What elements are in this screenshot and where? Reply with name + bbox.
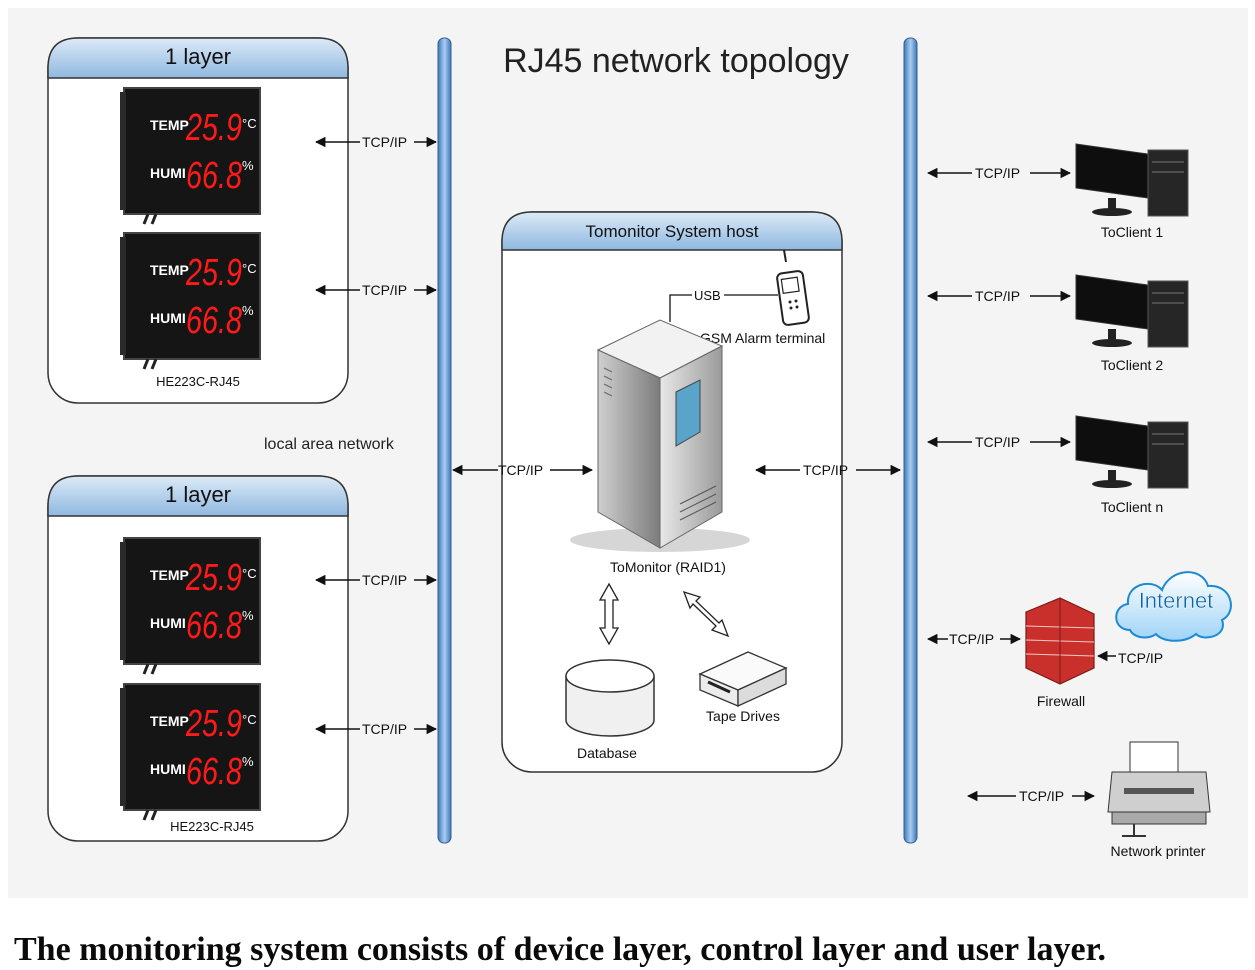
svg-text:HUMI: HUMI xyxy=(150,615,186,631)
svg-text:TEMP: TEMP xyxy=(150,262,189,278)
computer-icon xyxy=(1075,415,1189,489)
temperature-readout: 25.9 xyxy=(185,557,242,599)
device-layer-2: 1 layer TEMP 25.9 °C HUMI 66.8 % TCP/IP … xyxy=(47,475,438,842)
lan-bus-right xyxy=(903,37,918,844)
svg-text:HUMI: HUMI xyxy=(150,761,186,777)
link-label: TCP/IP xyxy=(975,434,1020,450)
lan-label: local area network xyxy=(264,436,395,453)
link-label: TCP/IP xyxy=(975,165,1020,181)
database-icon xyxy=(565,659,655,737)
temperature-readout: 25.9 xyxy=(185,703,242,745)
sensor-display: TEMP 25.9 °C HUMI 66.8 % xyxy=(120,683,261,821)
double-arrow-icon xyxy=(682,590,730,638)
layer-header xyxy=(47,37,349,79)
tape-drive-icon xyxy=(698,651,788,708)
client-2: TCP/IP ToClient 2 xyxy=(926,274,1189,373)
firewall-icon xyxy=(1025,597,1095,685)
client-1: TCP/IP ToClient 1 xyxy=(926,143,1189,240)
server-label: ToMonitor (RAID1) xyxy=(610,559,726,575)
client-label: ToClient 1 xyxy=(1101,224,1163,240)
device-model-label: HE223C-RJ45 xyxy=(156,374,240,389)
page-caption: The monitoring system consists of device… xyxy=(14,931,1107,968)
computer-icon xyxy=(1075,143,1189,217)
layer-header-label: 1 layer xyxy=(165,44,231,69)
database-label: Database xyxy=(577,745,637,761)
svg-text:TEMP: TEMP xyxy=(150,713,189,729)
device-model-label: HE223C-RJ45 xyxy=(170,819,254,834)
client-label: ToClient 2 xyxy=(1101,357,1163,373)
svg-text:%: % xyxy=(242,303,254,318)
internet-label: Internet xyxy=(1139,588,1214,613)
humidity-readout: 66.8 xyxy=(186,751,242,793)
link-label: TCP/IP xyxy=(498,462,543,478)
phone-icon xyxy=(776,249,810,326)
link-label: TCP/IP xyxy=(1118,650,1163,666)
computer-icon xyxy=(1075,274,1189,348)
svg-text:%: % xyxy=(242,608,254,623)
device-layer-1: 1 layer TEMP 25.9 °C HUMI 66.8 % TCP/IP … xyxy=(47,37,438,404)
usb-label: USB xyxy=(694,288,721,303)
humidity-readout: 66.8 xyxy=(186,605,242,647)
printer-group: TCP/IP Network printer xyxy=(966,741,1211,859)
firewall-group: TCP/IP Firewall TCP/IP Internet xyxy=(926,571,1232,709)
temperature-readout: 25.9 xyxy=(185,252,242,294)
host-header xyxy=(501,211,843,251)
system-host-panel: Tomonitor System host USB GSM Alarm term… xyxy=(451,211,902,773)
humidity-readout: 66.8 xyxy=(186,155,242,197)
svg-text:HUMI: HUMI xyxy=(150,165,186,181)
svg-text:°C: °C xyxy=(242,116,257,131)
svg-text:%: % xyxy=(242,158,254,173)
svg-text:°C: °C xyxy=(242,566,257,581)
double-arrow-icon xyxy=(598,582,620,646)
link-label: TCP/IP xyxy=(362,134,407,150)
temperature-readout: 25.9 xyxy=(185,107,242,149)
svg-text:HUMI: HUMI xyxy=(150,310,186,326)
layer-header xyxy=(47,475,349,517)
link-label: TCP/IP xyxy=(362,282,407,298)
svg-text:%: % xyxy=(242,754,254,769)
host-header-label: Tomonitor System host xyxy=(586,222,759,241)
gsm-label: GSM Alarm terminal xyxy=(700,330,825,346)
client-n: TCP/IP ToClient n xyxy=(926,415,1189,515)
sensor-display: TEMP 25.9 °C HUMI 66.8 % xyxy=(120,87,261,225)
link-label: TCP/IP xyxy=(362,572,407,588)
tape-drive-label: Tape Drives xyxy=(706,708,780,724)
sensor-display: TEMP 25.9 °C HUMI 66.8 % xyxy=(120,232,261,370)
link-label: TCP/IP xyxy=(949,631,994,647)
link-label: TCP/IP xyxy=(1019,788,1064,804)
link-label: TCP/IP xyxy=(975,288,1020,304)
svg-text:°C: °C xyxy=(242,261,257,276)
lan-bus-left xyxy=(437,37,452,844)
firewall-label: Firewall xyxy=(1037,693,1085,709)
server-icon xyxy=(570,319,750,552)
link-label: TCP/IP xyxy=(362,721,407,737)
layer-header-label: 1 layer xyxy=(165,482,231,507)
svg-text:TEMP: TEMP xyxy=(150,567,189,583)
printer-label: Network printer xyxy=(1111,843,1206,859)
client-label: ToClient n xyxy=(1101,499,1163,515)
svg-text:TEMP: TEMP xyxy=(150,117,189,133)
cloud-icon: Internet xyxy=(1115,571,1232,642)
printer-icon xyxy=(1107,741,1211,837)
humidity-readout: 66.8 xyxy=(186,300,242,342)
sensor-display: TEMP 25.9 °C HUMI 66.8 % xyxy=(120,537,261,675)
svg-text:°C: °C xyxy=(242,712,257,727)
diagram-title: RJ45 network topology xyxy=(503,42,849,80)
link-label: TCP/IP xyxy=(803,462,848,478)
